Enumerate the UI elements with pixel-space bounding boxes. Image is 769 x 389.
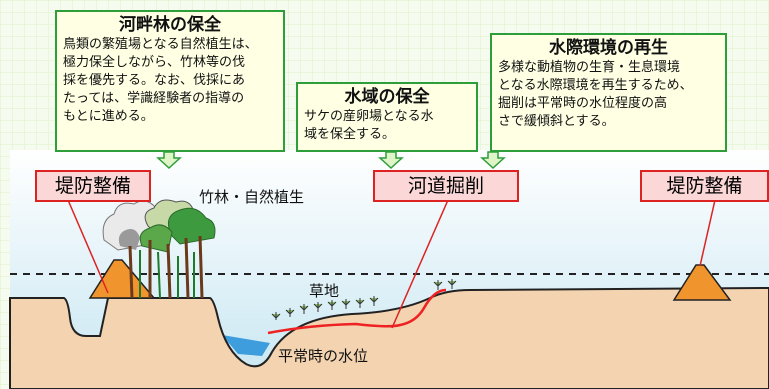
arrow-down-icon: [480, 151, 506, 170]
arrow-down-icon: [378, 151, 404, 170]
levee-right: [672, 264, 732, 301]
excavation-line: [267, 288, 447, 335]
vegetation-cluster: [102, 199, 216, 299]
note-riparian-forest: 河畔林の保全 鳥類の繁殖場となる自然植生は、 極力保全しながら、竹林等の伐 採を…: [55, 10, 285, 152]
note-body: 鳥類の繁殖場となる自然植生は、 極力保全しながら、竹林等の伐 採を優先する。なお…: [63, 37, 258, 124]
label-grassland: 草地: [309, 282, 340, 300]
grass-tufts: [271, 279, 457, 320]
note-body: サケの産卵場となる水 域を保全する。: [304, 109, 434, 142]
arrow-down-icon: [156, 151, 182, 170]
note-body: 多様な動植物の生育・生息環境 となる水際環境を再生するため、 掘削は平常時の水位…: [498, 60, 693, 129]
tag-channel-excavation: 河道掘削: [373, 170, 519, 202]
water-pool: [222, 335, 270, 356]
label-water-level: 平常時の水位: [278, 347, 369, 365]
note-title: 水域の保全: [344, 87, 430, 107]
note-water-area: 水域の保全 サケの産卵場となる水 域を保全する。: [296, 82, 478, 152]
pointer-line-levee-right: [699, 199, 716, 267]
ground-profile: [9, 286, 769, 389]
note-waterside-env: 水際環境の再生 多様な動植物の生育・生息環境 となる水際環境を再生するため、 掘…: [490, 33, 727, 152]
note-title: 水際環境の再生: [549, 38, 668, 58]
note-title: 河畔林の保全: [119, 15, 221, 35]
tag-levee-right: 堤防整備: [640, 170, 769, 202]
pointer-line-channel: [391, 199, 449, 329]
label-vegetation: 竹林・自然植生: [199, 188, 305, 206]
pointer-line-levee-left: [67, 199, 109, 294]
tag-levee-left: 堤防整備: [35, 170, 151, 202]
